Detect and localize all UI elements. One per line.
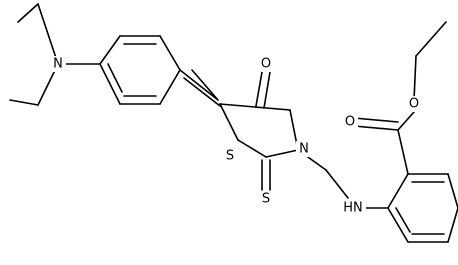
atom-label: O [261, 57, 271, 72]
bond [387, 173, 409, 209]
bond [397, 129, 409, 175]
atom-oxygen-ester-carbonyl: O [342, 114, 358, 130]
atom-label: S [226, 149, 234, 164]
atom-sulfur-thione: S [258, 191, 274, 207]
bond [107, 63, 123, 93]
atom-label: HN [343, 201, 363, 216]
atom-oxygen-ester: O [406, 96, 422, 112]
bond [191, 69, 219, 101]
bond [397, 111, 415, 131]
atom-nitrogen-amine: N [50, 56, 66, 72]
bond [263, 71, 271, 109]
bond [219, 103, 291, 111]
atom-label-layer: N O S N S HN O [50, 56, 422, 216]
bond [219, 103, 239, 141]
bond [99, 63, 121, 105]
atom-label: N [299, 142, 309, 157]
atom-label: O [345, 115, 355, 130]
bond-layer [9, 3, 458, 243]
bond [353, 125, 399, 131]
bond [183, 77, 221, 107]
bond [99, 35, 121, 65]
bond [17, 3, 39, 23]
bond [325, 169, 349, 199]
bond [447, 173, 458, 209]
bond [179, 69, 219, 101]
atom-oxygen-carbonyl: O [258, 56, 274, 72]
bond [159, 69, 181, 105]
bond [237, 139, 267, 158]
atom-label: O [409, 97, 419, 112]
atom-nh-linker: HN [340, 200, 366, 216]
bond [265, 149, 299, 158]
bond [447, 207, 458, 243]
atom-nitrogen-ring: N [296, 141, 312, 157]
bond [387, 207, 409, 243]
atom-label: N [53, 57, 63, 72]
bond [353, 117, 399, 123]
bond [413, 55, 417, 101]
atom-sulfur-ring: S [222, 148, 238, 164]
bond [255, 71, 263, 107]
atom-label: S [262, 192, 270, 207]
bond [37, 3, 59, 65]
bond [415, 21, 447, 57]
bond [159, 35, 181, 71]
bond [9, 99, 39, 106]
bond [395, 207, 411, 233]
